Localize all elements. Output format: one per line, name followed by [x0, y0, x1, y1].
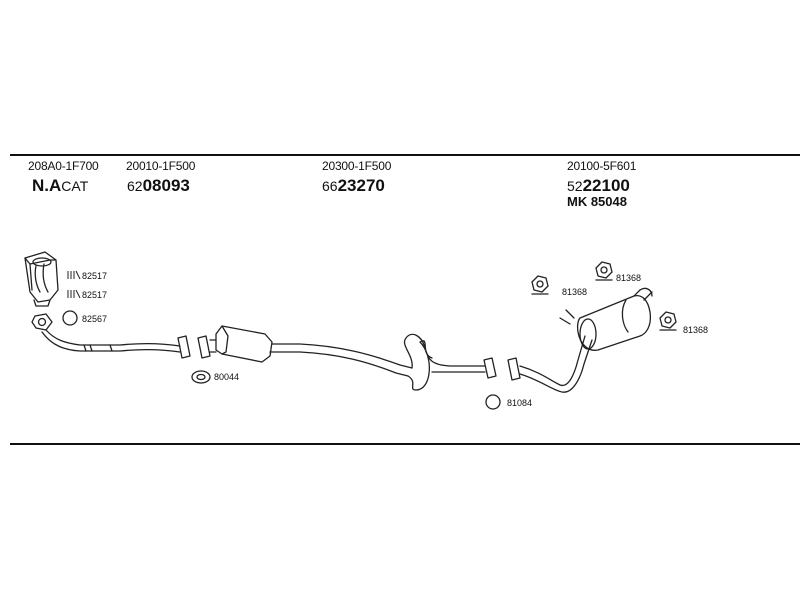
- group-code-front-pipe: 20010-1F500: [126, 159, 196, 173]
- clamp-symbols: [67, 270, 81, 299]
- part-label-81084: 81084: [507, 398, 532, 408]
- part-label-81368-b: 81368: [616, 273, 641, 283]
- rubber-mount-2: [595, 261, 613, 281]
- part-label-81368-a: 81368: [562, 287, 587, 297]
- catalytic-converter: [24, 251, 59, 307]
- group-mk-rear-muffler: MK 85048: [567, 194, 627, 209]
- group-number-front-pipe: 6208093: [127, 176, 190, 195]
- rubber-mount-1: [531, 275, 549, 295]
- gasket-82567: [62, 310, 78, 326]
- part-label-80044: 80044: [214, 372, 239, 382]
- group-number-center-pipe: 6623270: [322, 176, 385, 195]
- center-muffler-pipe: [197, 325, 497, 391]
- group-code-catalyst: 208A0-1F700: [28, 159, 99, 173]
- gasket-81084: [485, 394, 501, 410]
- gasket-80044: [191, 370, 211, 384]
- part-label-82517-b: 82517: [82, 290, 107, 300]
- front-pipe: [31, 313, 191, 359]
- part-label-82517-a: 82517: [82, 271, 107, 281]
- part-label-81368-c: 81368: [683, 325, 708, 335]
- top-rule: [10, 154, 800, 156]
- bottom-rule: [10, 443, 800, 445]
- group-code-center-pipe: 20300-1F500: [322, 159, 392, 173]
- group-number-rear-muffler: 5222100: [567, 176, 630, 195]
- rubber-mount-3: [659, 311, 677, 331]
- group-name-catalyst: N.ACAT: [32, 176, 89, 195]
- rear-muffler: [507, 287, 653, 393]
- group-code-rear-muffler: 20100-5F601: [567, 159, 637, 173]
- part-label-82567: 82567: [82, 314, 107, 324]
